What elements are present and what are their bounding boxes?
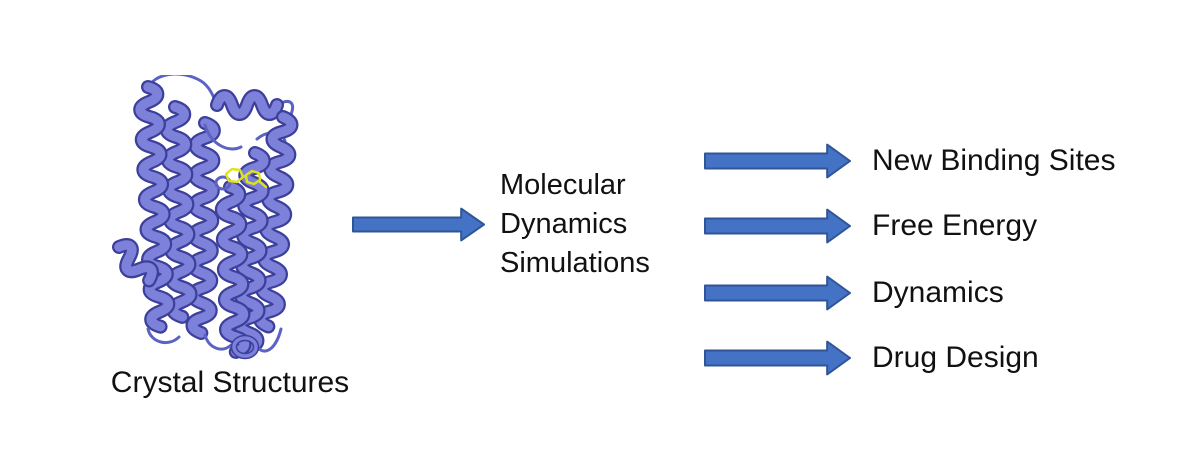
output-label-drug-design: Drug Design (872, 340, 1039, 374)
output-arrow-icon (704, 340, 851, 375)
output-row-new-binding-sites: New Binding Sites (704, 142, 1115, 179)
ligand-icon (224, 167, 268, 189)
output-label-dynamics: Dynamics (872, 275, 1004, 309)
output-arrow-icon (704, 275, 851, 310)
crystal-structures-label: Crystal Structures (110, 366, 350, 399)
protein-structure-image (105, 75, 305, 360)
output-label-new-binding-sites: New Binding Sites (872, 143, 1116, 177)
output-row-dynamics: Dynamics (704, 274, 1004, 311)
md-simulations-label: Molecular Dynamics Simulations (500, 166, 650, 283)
output-arrow-icon (704, 143, 851, 178)
output-row-free-energy: Free Energy (704, 207, 1037, 244)
ribbon-loops-bottom (146, 123, 283, 360)
ribbon-helices (112, 80, 299, 359)
md-input-arrow-icon (352, 207, 485, 242)
protein-ribbon-icon (112, 75, 299, 360)
output-arrow-icon (704, 208, 851, 243)
process-line-2: Dynamics (500, 208, 628, 240)
output-label-free-energy: Free Energy (872, 208, 1038, 242)
output-row-drug-design: Drug Design (704, 339, 1039, 376)
process-line-3: Simulations (500, 247, 650, 279)
process-line-1: Molecular (500, 169, 626, 201)
